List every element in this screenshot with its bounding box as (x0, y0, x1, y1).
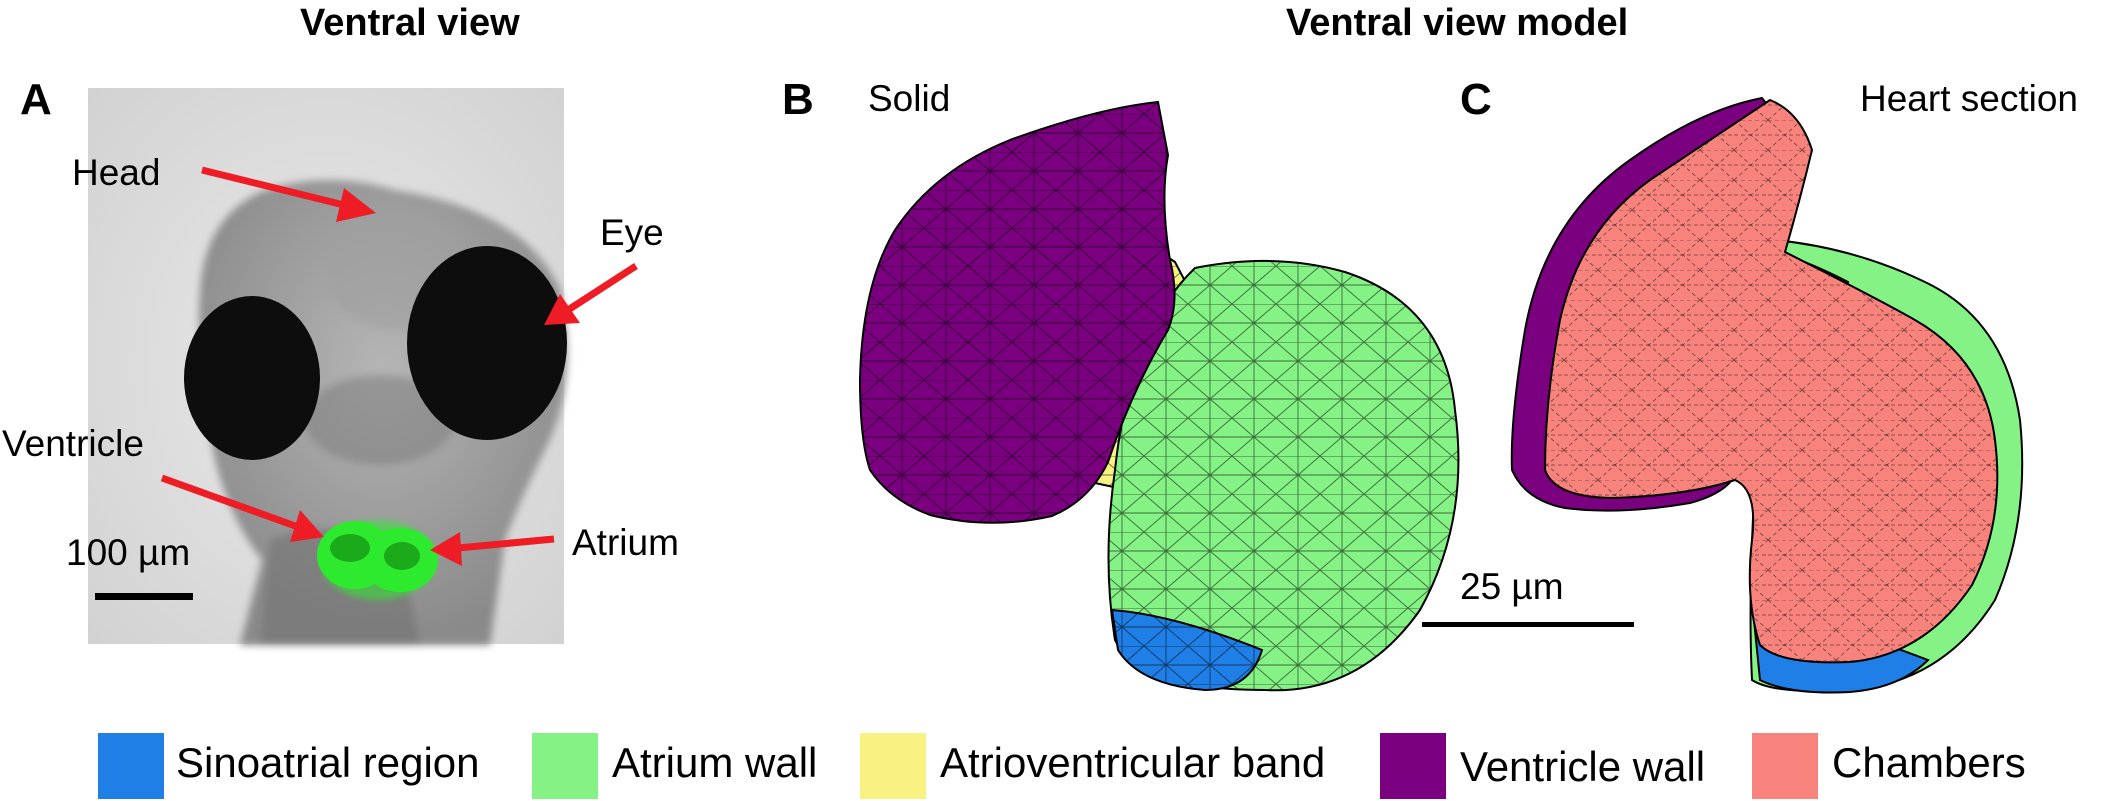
scale-bar-c (1422, 622, 1634, 627)
scale-label-c: 25 µm (1460, 566, 1564, 607)
gfp-heart (317, 520, 438, 600)
legend-label-sinoatrial: Sinoatrial region (176, 739, 480, 786)
legend-swatch-ventricle (1380, 733, 1446, 799)
scale-bar-a (95, 593, 193, 600)
legend-label-chambers: Chambers (1832, 739, 2026, 786)
legend-label-atrium: Atrium wall (612, 739, 818, 786)
microscopy-image (88, 88, 638, 645)
label-atrium: Atrium (572, 522, 679, 563)
label-ventricle: Ventricle (2, 423, 144, 464)
annotation-arrows (160, 166, 638, 566)
legend-swatch-chambers (1752, 733, 1818, 799)
panel-c-subtitle: Heart section (1860, 78, 2078, 119)
panel-letter-c: C (1460, 75, 1492, 124)
left-eye (184, 296, 320, 460)
title-ventral-view-model: Ventral view model (1286, 2, 1629, 44)
panel-letter-b: B (782, 75, 814, 124)
label-eye: Eye (600, 212, 664, 253)
panel-letter-a: A (20, 75, 52, 124)
title-ventral-view: Ventral view (300, 2, 520, 44)
heart-section-model (1510, 96, 2024, 694)
right-eye (407, 246, 567, 440)
legend-swatch-av-band (860, 733, 926, 799)
panel-b-subtitle: Solid (868, 78, 951, 119)
label-head: Head (72, 152, 161, 193)
legend-swatch-atrium (532, 733, 598, 799)
legend-label-av-band: Atrioventricular band (940, 739, 1326, 786)
legend-swatch-sinoatrial (98, 733, 164, 799)
legend-label-ventricle: Ventricle wall (1460, 743, 1706, 790)
solid-heart-model (858, 100, 1460, 692)
scale-label-a: 100 µm (66, 532, 191, 573)
